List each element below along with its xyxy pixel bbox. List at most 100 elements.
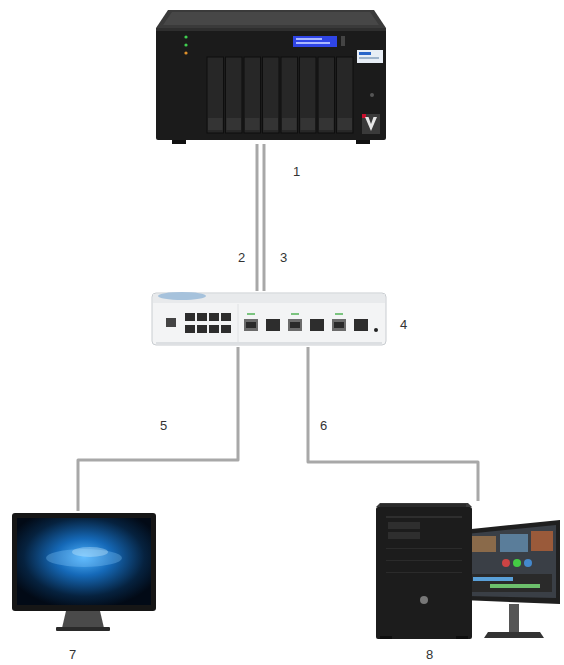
workstation-illustration-part [376, 507, 472, 639]
switch-illustration-part [221, 313, 231, 321]
nas-illustration-part [282, 118, 297, 130]
nas-illustration-part [156, 28, 386, 31]
workstation-illustration-part [388, 532, 420, 539]
switch-illustration-part [247, 313, 255, 315]
nas-illustration-part [184, 35, 187, 38]
nas-illustration-part [293, 36, 337, 47]
nas-illustration-part [163, 12, 379, 25]
network-cable [263, 144, 266, 291]
workstation-illustration-part [386, 516, 462, 518]
nas-illustration-part [338, 118, 353, 130]
nas-device: 1 [155, 8, 387, 144]
switch-illustration-part [335, 313, 343, 315]
imac-illustration-part [56, 627, 110, 631]
nas-illustration-part [365, 117, 377, 131]
switch-illustration-part [310, 319, 324, 331]
callout-number: 7 [69, 647, 76, 662]
nas-illustration-part [264, 118, 279, 130]
nas-illustration-part [296, 42, 330, 44]
imac-computer: 7 [10, 511, 158, 633]
nas-illustration-part [301, 118, 316, 130]
nas-illustration-part [356, 140, 370, 144]
nas-illustration-part [184, 51, 187, 54]
nas-illustration-part [172, 140, 186, 144]
switch-illustration-part [288, 319, 302, 331]
imac-illustration-part [72, 547, 108, 557]
nas-illustration-part [244, 57, 261, 133]
workstation-illustration-part [473, 577, 513, 581]
switch-illustration-part [158, 292, 206, 300]
network-cable [78, 347, 238, 511]
workstation-illustration-part [531, 531, 553, 551]
workstation-illustration-part [502, 559, 510, 567]
workstation-illustration-part [500, 534, 528, 552]
nas-illustration [156, 10, 386, 144]
switch-illustration-part [374, 328, 378, 332]
switch-illustration-part [197, 325, 207, 333]
switch-illustration-part [246, 322, 256, 328]
switch-illustration-part [334, 322, 344, 328]
nas-illustration-part [156, 28, 386, 140]
workstation-illustration-part [388, 522, 420, 529]
switch-illustration [152, 292, 386, 345]
switch-illustration-part [238, 304, 239, 344]
callout-number: 5 [158, 418, 169, 433]
workstation-illustration-part [386, 548, 462, 549]
workstation-illustration-part [524, 559, 532, 567]
nas-illustration-part [245, 118, 260, 130]
nas-illustration-part [208, 118, 223, 130]
nas-illustration-part [296, 38, 322, 40]
switch-illustration-part [354, 319, 368, 331]
workstation-computer: 8 [372, 501, 562, 643]
imac-illustration-part [17, 518, 151, 605]
switch-illustration-part [185, 313, 195, 321]
switch-illustration-part [291, 313, 299, 315]
nas-illustration-part [359, 57, 379, 59]
workstation-illustration-part [466, 525, 556, 598]
workstation-illustration-part [509, 604, 519, 632]
workstation-illustration-part [420, 596, 428, 604]
switch-illustration-part [156, 342, 382, 344]
switch-illustration-part [209, 313, 219, 321]
workstation-illustration [376, 503, 560, 639]
nas-illustration-part [362, 114, 380, 134]
nas-illustration-part [319, 118, 334, 130]
workstation-illustration-part [386, 560, 462, 561]
callout-number: 6 [318, 418, 329, 433]
switch-illustration-part [152, 293, 386, 345]
workstation-illustration-part [470, 574, 552, 592]
switch-illustration-part [266, 319, 280, 331]
nas-illustration-part [226, 57, 243, 133]
nas-illustration-part [370, 93, 374, 97]
workstation-illustration-part [470, 536, 496, 552]
switch-illustration-part [244, 319, 258, 331]
nas-illustration-part [184, 43, 187, 46]
callout-number: 2 [236, 250, 247, 265]
nas-illustration-part [341, 36, 345, 46]
switch-illustration-part [290, 322, 300, 328]
switch-illustration-part [166, 318, 176, 327]
callout-number: 8 [426, 647, 433, 662]
workstation-illustration-part [386, 572, 462, 573]
nas-illustration-part [337, 57, 354, 133]
nas-illustration-part [357, 50, 383, 63]
workstation-illustration-part [484, 632, 544, 638]
switch-illustration-part [209, 325, 219, 333]
nas-illustration-part [263, 57, 280, 133]
imac-illustration [12, 513, 156, 631]
workstation-illustration-part [456, 636, 468, 639]
switch-illustration-part [197, 313, 207, 321]
nas-illustration-part [156, 10, 386, 28]
callout-number: 3 [278, 250, 289, 265]
workstation-illustration-part [376, 503, 472, 507]
network-cable [256, 144, 259, 291]
nas-illustration-part [281, 57, 298, 133]
switch-illustration-part [332, 319, 346, 331]
switch-illustration-part [221, 325, 231, 333]
workstation-illustration-part [490, 584, 540, 588]
nas-illustration-part [227, 118, 242, 130]
workstation-illustration-part [513, 559, 521, 567]
